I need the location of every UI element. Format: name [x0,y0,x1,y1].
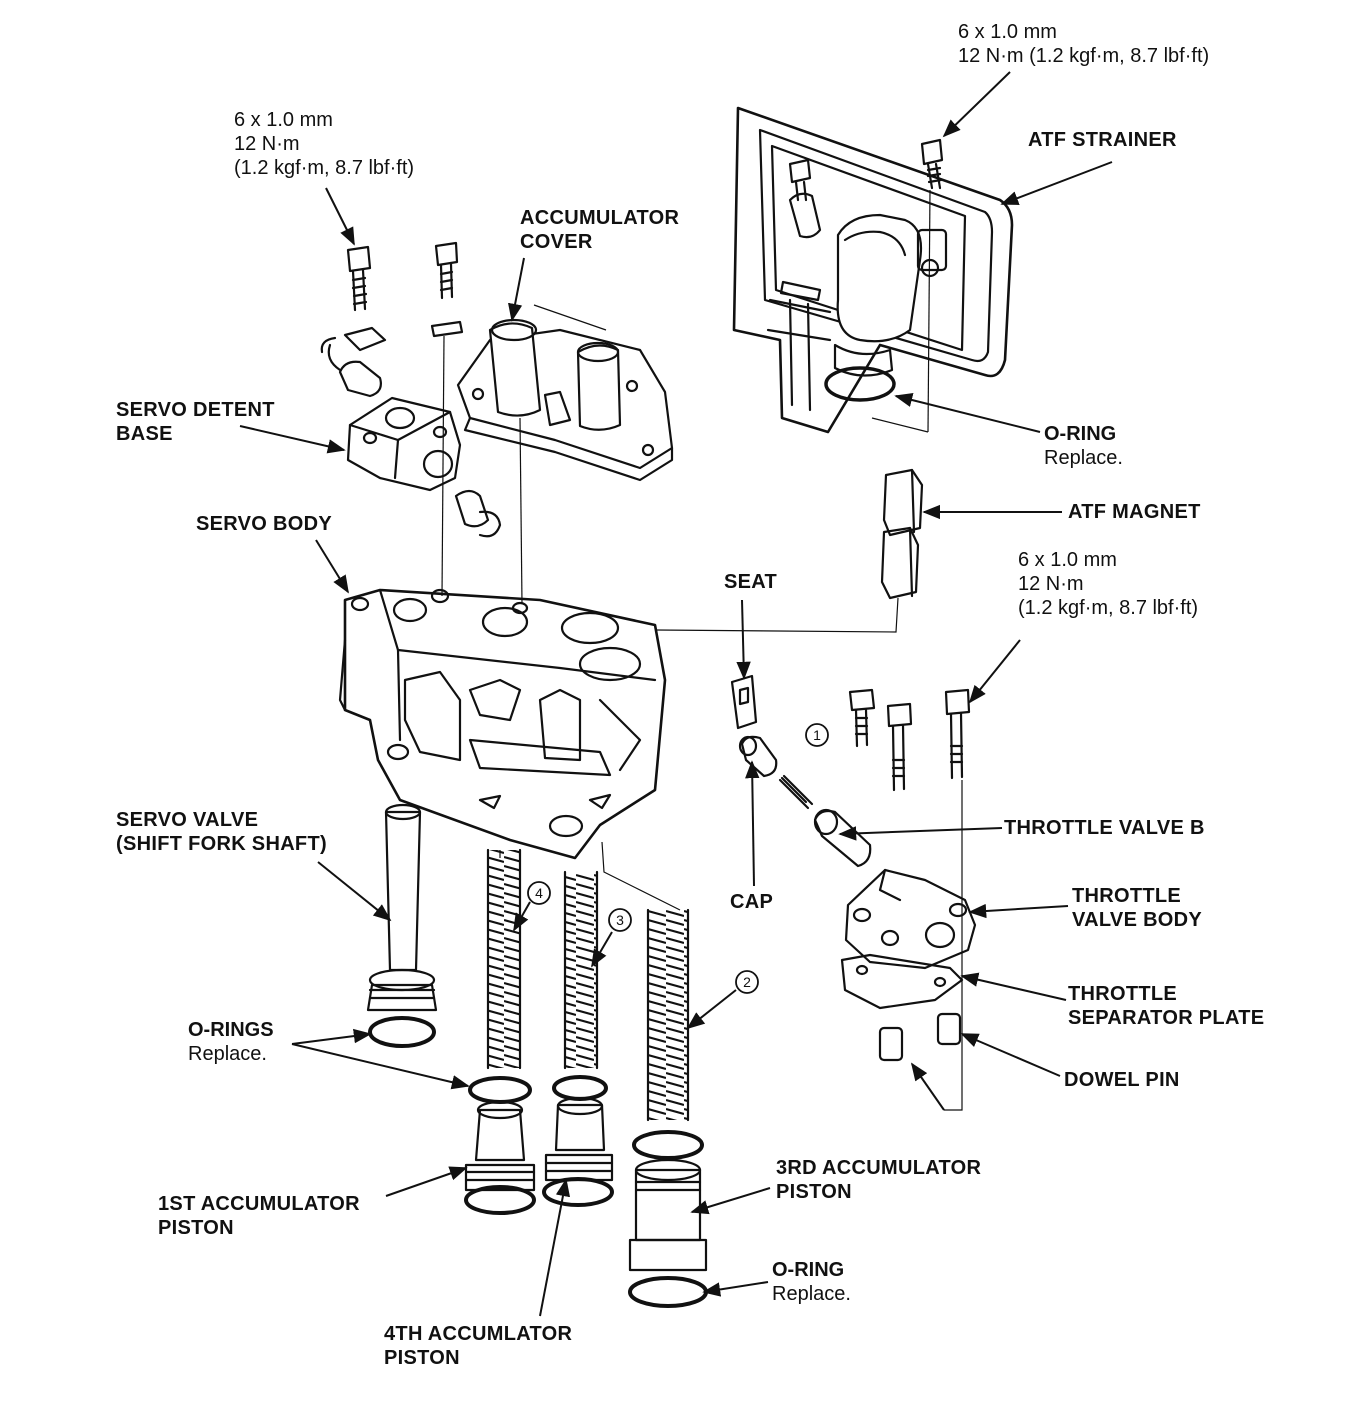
right-bolt-torque-alt: (1.2 kgf·m, 8.7 lbf·ft) [1018,597,1199,619]
callout-circle-3 [608,908,632,932]
spring-4 [486,848,522,1070]
third-accumulator-piston-label: 3RD ACCUMULATOR PISTON [776,1157,982,1203]
throttle-separator-plate-label: THROTTLE SEPARATOR PLATE [1068,983,1265,1029]
right-bolt-torque: 12 N·m [1018,573,1084,595]
callout-circles [527,723,829,994]
callout-circle-2 [735,970,759,994]
o-ring-bottom-label: O-RING Replace. [772,1259,851,1305]
alignment-lines [441,189,963,1111]
left-bolt-size: 6 x 1.0 mm [234,109,333,131]
first-accumulator-piston [464,1076,536,1215]
callout-circle-4 [527,881,551,905]
atf-strainer [732,106,1014,434]
cap-label: CAP [730,891,774,913]
o-rings-left-label: O-RINGS Replace. [188,1019,274,1065]
o-ring-strainer-label: O-RING Replace. [1044,423,1123,469]
fourth-accumulator-piston-label: 4TH ACCUMLATOR PISTON [384,1323,573,1369]
detent-plunger-top [320,326,387,398]
callout-2: 2 [743,974,751,990]
left-bolt-spec-label: 6 x 1.0 mm 12 N·m (1.2 kgf·m, 8.7 lbf·ft… [234,108,414,180]
spring-2 [646,908,690,1122]
seat-part [730,674,758,730]
dowel-pin-label: DOWEL PIN [1064,1069,1180,1091]
throttle-valve-body-label: THROTTLE VALVE BODY [1072,885,1203,931]
throttle-separator-plate [840,953,964,1010]
servo-body [338,588,667,860]
left-bolt-torque-alt: (1.2 kgf·m, 8.7 lbf·ft) [234,157,415,179]
dowel-pin-2 [878,1026,904,1062]
cap-part [738,735,778,778]
servo-detent-base-label: SERVO DETENT BASE [116,399,275,445]
top-bolt-spec-label: 6 x 1.0 mm 12 N·m (1.2 kgf·m, 8.7 lbf·ft… [958,20,1209,68]
right-bolt-size: 6 x 1.0 mm [1018,549,1117,571]
callout-3: 3 [616,912,624,928]
callout-1: 1 [813,727,821,743]
throttle-bolt-1 [848,688,876,748]
right-bolt-spec-label: 6 x 1.0 mm 12 N·m (1.2 kgf·m, 8.7 lbf·ft… [1018,548,1198,620]
top-bolt-size: 6 x 1.0 mm [958,21,1057,43]
spring-3 [563,870,599,1070]
strainer-bolt [920,138,944,190]
throttle-valve-b [813,808,872,868]
servo-bolt-1 [346,245,372,312]
detent-plunger-bottom [454,489,502,538]
top-bolt-torque: 12 N·m (1.2 kgf·m, 8.7 lbf·ft) [958,45,1210,67]
throttle-bolt-3 [944,688,971,780]
servo-detent-base [346,396,462,492]
fourth-accumulator-piston [542,1075,614,1207]
servo-valve-label: SERVO VALVE (SHIFT FORK SHAFT) [116,809,327,855]
spring-1 [778,774,814,810]
seat-label: SEAT [724,571,778,593]
callout-4: 4 [535,885,543,901]
atf-magnet-label: ATF MAGNET [1068,501,1201,523]
throttle-valve-b-label: THROTTLE VALVE B [1004,817,1205,839]
atf-strainer-label: ATF STRAINER [1028,129,1177,151]
dowel-pin-1 [936,1012,962,1046]
accumulator-cover-label: ACCUMULATOR COVER [520,207,680,253]
servo-body-label: SERVO BODY [196,513,332,535]
accumulator-cover [456,318,674,482]
callout-circle-1 [805,723,829,747]
throttle-valve-body [844,868,977,970]
servo-valve-o-ring [368,1016,436,1048]
third-accumulator-piston [628,1130,708,1308]
atf-magnet [880,468,924,600]
strainer-bolt-2 [788,158,812,202]
servo-valve [366,803,438,1012]
servo-bolt-2 [430,241,464,338]
left-bolt-torque: 12 N·m [234,133,300,155]
throttle-bolt-2 [886,702,913,792]
first-accumulator-piston-label: 1ST ACCUMULATOR PISTON [158,1193,360,1239]
leader-lines [239,71,1113,1317]
